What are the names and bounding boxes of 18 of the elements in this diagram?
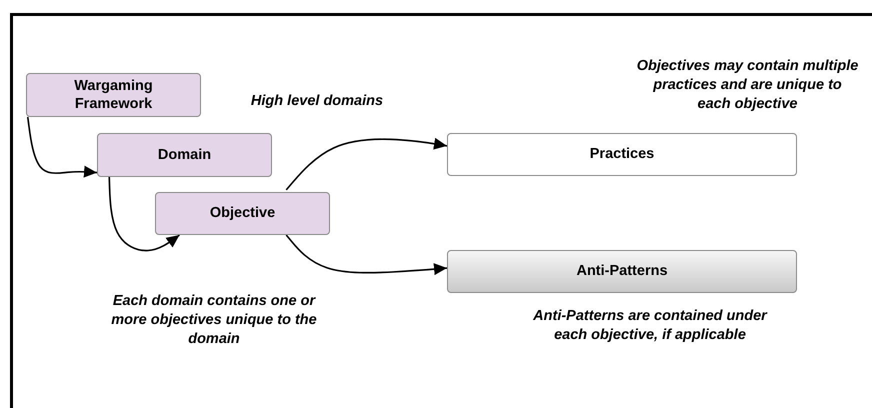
node-label: Domain [158,146,212,164]
annotation-text: Anti-Patterns are contained under each objective, if applicable [532,307,768,345]
annotation-text: High level domains [250,92,384,111]
practice-box [447,133,797,176]
node-label: Wargaming Framework [73,76,154,114]
concept-box [26,73,201,117]
concept-box [155,192,330,235]
annotation-text: Objectives may contain multiple practices and are unique to each objective [636,57,860,114]
node-label: Objective [210,204,276,223]
curved-arrow [108,176,180,252]
node-label: Practices [590,145,654,164]
curved-arrow [26,116,98,178]
curved-arrow [286,234,448,276]
curved-arrow [286,138,448,190]
node-label: Anti-Patterns [576,262,668,281]
concept-box [97,133,272,177]
shaded-box [447,250,797,293]
annotation-text: Each domain contains one or more objectives unique to the domain [110,292,318,349]
